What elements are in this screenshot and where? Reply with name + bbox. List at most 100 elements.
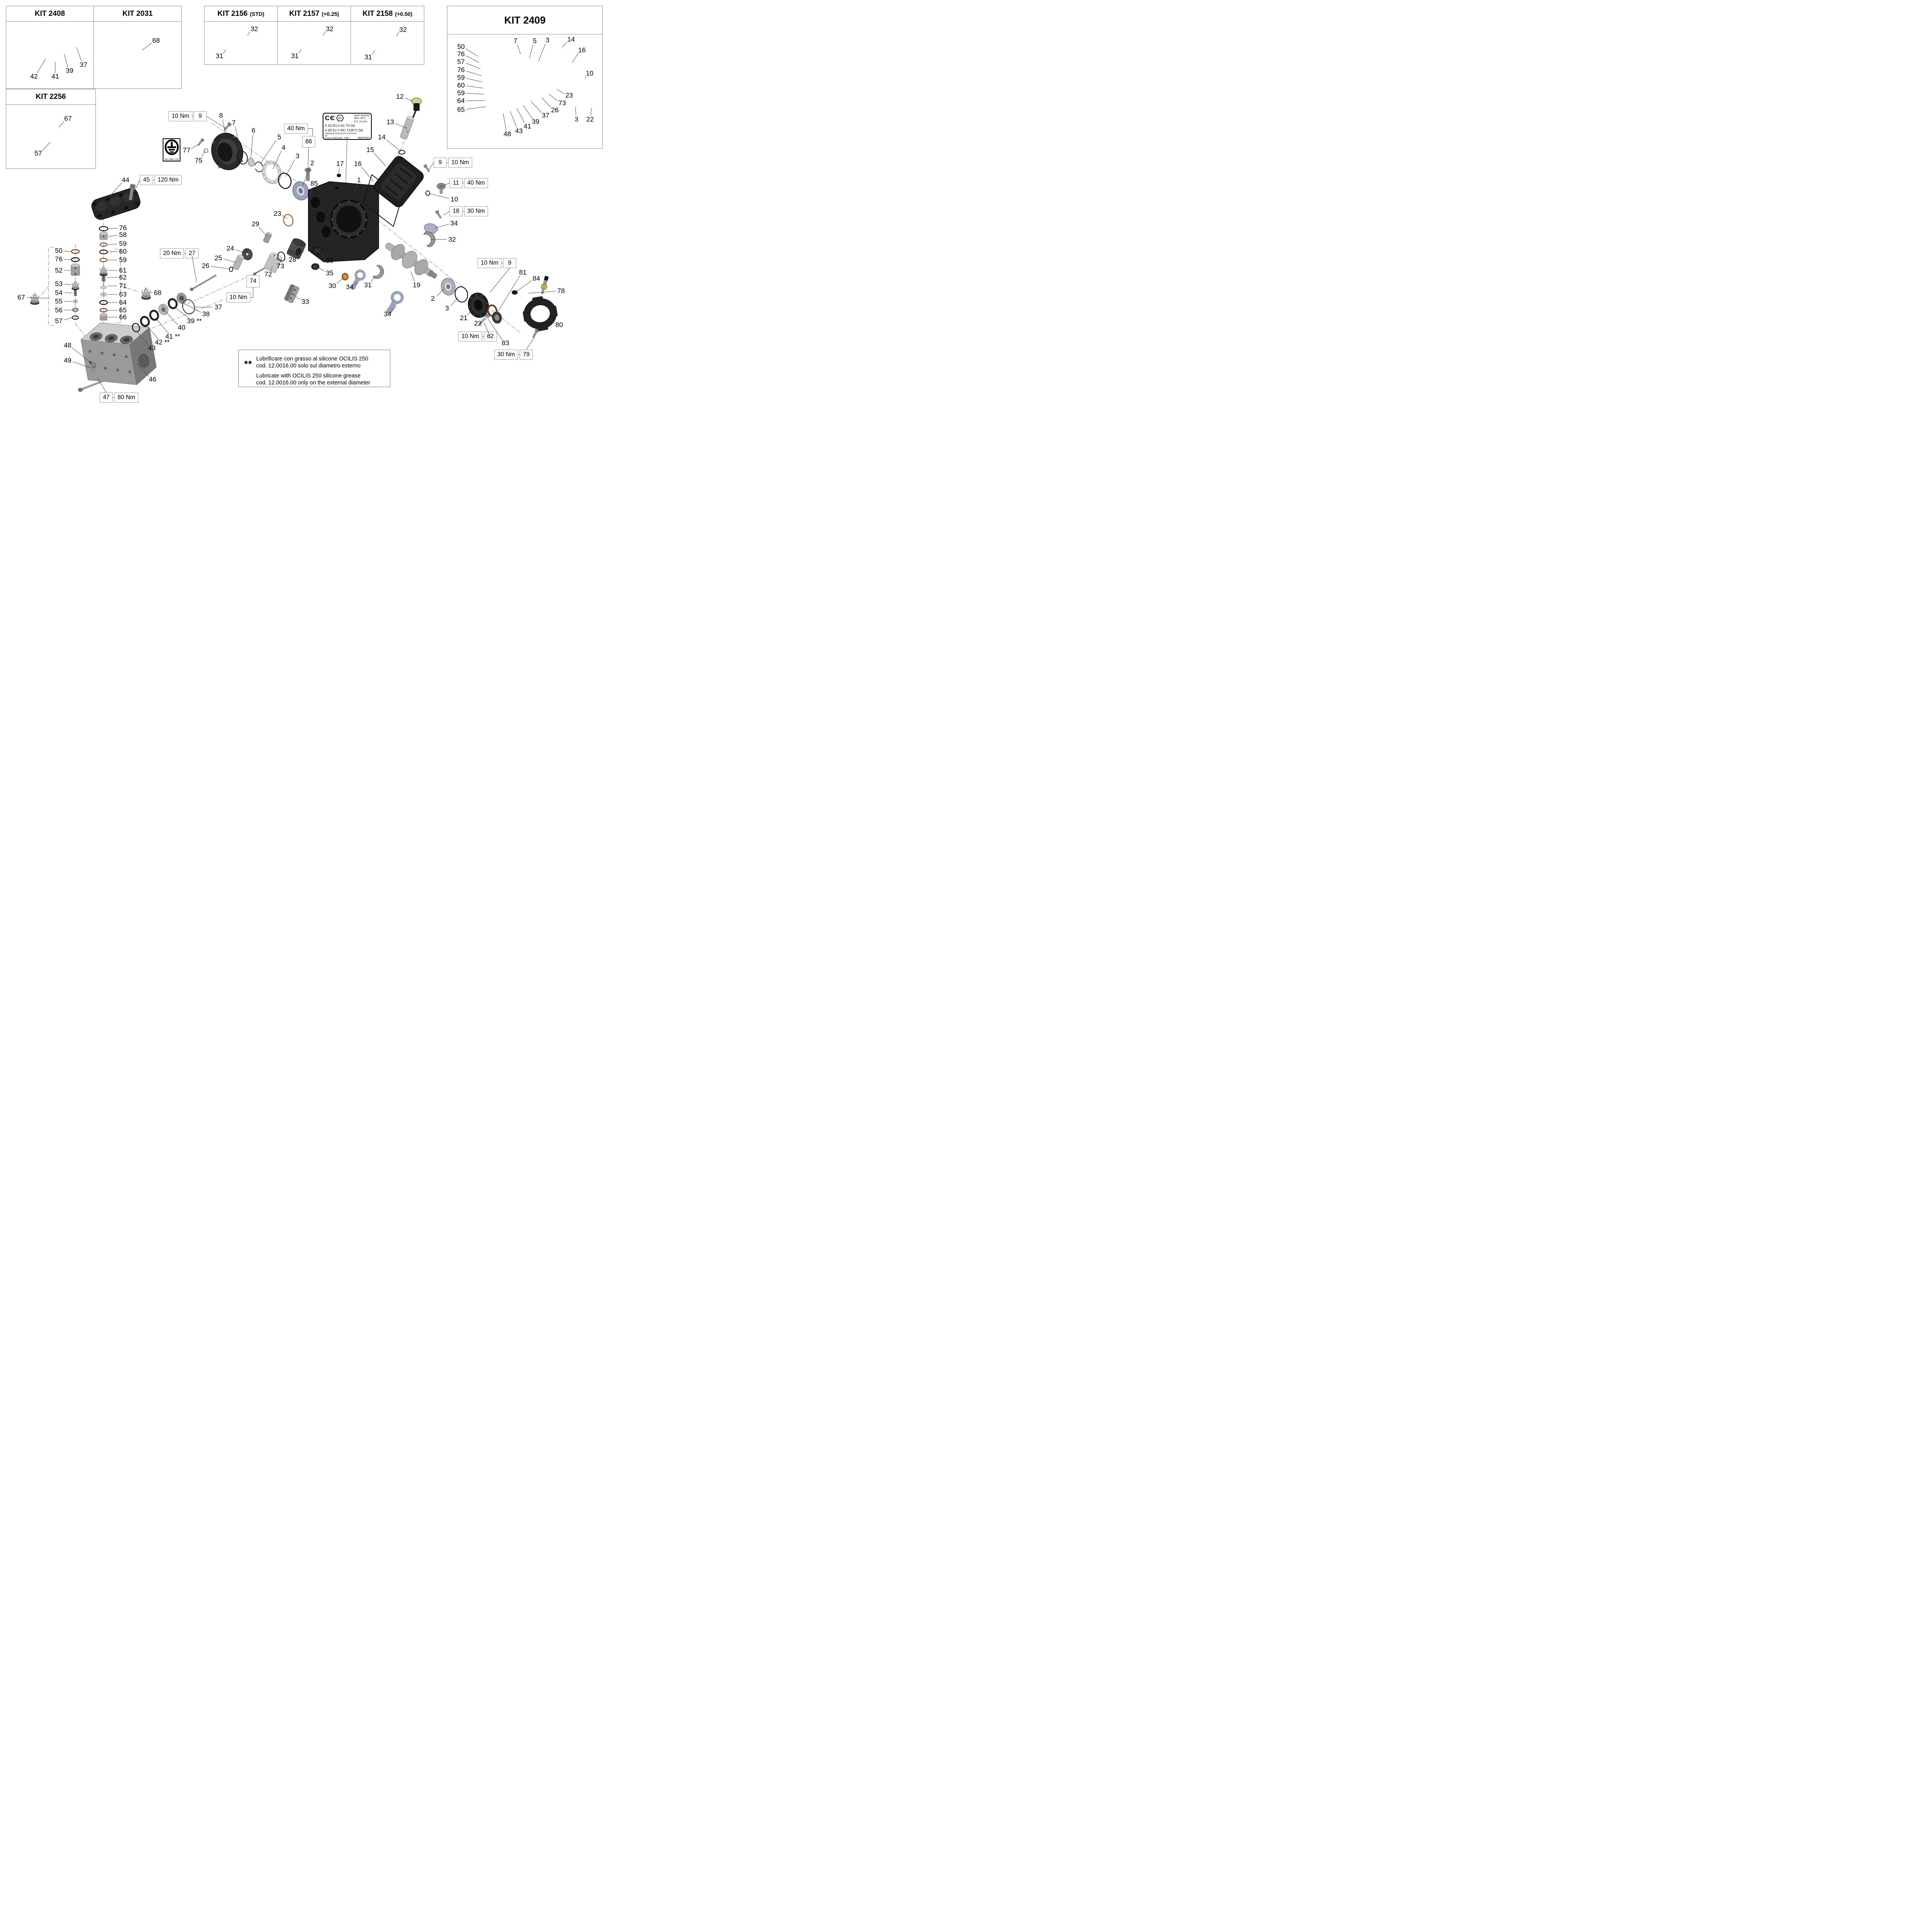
torque-value-box: 20 Nm [160, 248, 184, 258]
part-number-box: 11 [449, 178, 463, 188]
kit-2156-box: KIT 2156 (STD) [204, 6, 278, 65]
part-callout: 24 [226, 244, 234, 252]
part-callout: 39 ** [187, 317, 202, 325]
ce-mark-icon: CЄ [325, 114, 335, 122]
leader-line [371, 275, 376, 282]
torque-value-box: 10 Nm [458, 331, 482, 342]
part-callout: 66 [119, 313, 127, 321]
part-callout: 57 [55, 317, 63, 325]
part-callout: 2 [431, 294, 435, 303]
part-callout: 65 [119, 306, 127, 314]
leader-line [136, 363, 149, 377]
torque-value-box: 10 Nm [226, 292, 250, 303]
part-callout: 49 [64, 356, 71, 364]
part-callout: 34 [346, 283, 354, 291]
part-callout: 59 [119, 256, 127, 264]
torque-value-box: 40 Nm [284, 124, 308, 134]
part-callout: 5 [533, 37, 537, 45]
leader-line [490, 268, 510, 293]
part-callout: 3 [546, 36, 549, 44]
part-callout: 65 [457, 105, 465, 114]
part-callout: 62 [119, 273, 127, 281]
part-number-box: 9 [503, 258, 516, 268]
leader-line [191, 144, 199, 149]
leader-line [443, 183, 450, 186]
ground-icon [164, 139, 179, 155]
ground-plate-code: 98.2887.00 [164, 158, 179, 161]
note-it-line1: Lubrificare con grasso al silicone OCILI… [256, 356, 369, 362]
part-callout: 23 [565, 91, 573, 99]
torque-connector-line [308, 128, 313, 136]
part-callout: 67 [17, 293, 25, 301]
part-callout: 12 [396, 92, 404, 100]
leader-line [250, 134, 253, 159]
part-number-box: 27 [185, 248, 199, 258]
part-callout: 33 [301, 297, 309, 306]
part-callout: 35 [326, 269, 333, 277]
part-callout: 5 [277, 133, 281, 141]
torque-value-box: 120 Nm [155, 175, 182, 185]
part-callout: 80 [555, 321, 563, 329]
leader-line [386, 139, 401, 152]
part-callout: 63 [119, 290, 127, 298]
part-callout: 2 [310, 159, 314, 167]
part-callout: 41 [51, 72, 59, 80]
leader-line [64, 284, 71, 285]
kit-2157-title: KIT 2157 [289, 9, 320, 18]
leader-line [293, 294, 301, 300]
leader-line [165, 311, 178, 325]
atex-marking-line2: II 2D Ex h IIIC T135°C Db [325, 128, 363, 132]
torque-connector-line [250, 287, 253, 298]
part-callout: 44 [122, 176, 129, 184]
ce-atex-plate: CЄ Ex INLET WATER MAX. 40°C F/T: 70-ATX … [323, 113, 372, 140]
part-callout: 25 [214, 254, 222, 262]
part-number-box: 82 [484, 331, 497, 342]
leader-line [549, 319, 555, 323]
leader-line [223, 258, 236, 263]
part-callout: 71 [119, 282, 127, 290]
leader-line [71, 347, 92, 364]
part-callout: 42 [30, 72, 38, 80]
part-callout: 64 [457, 97, 465, 105]
leader-line [211, 266, 230, 269]
part-callout: 50 [457, 42, 465, 51]
part-callout: 43 [515, 127, 523, 135]
leader-line [374, 152, 386, 167]
kit-2157-variant: (+0.25) [321, 10, 339, 17]
leader-line [235, 249, 246, 254]
leader-line [437, 288, 445, 296]
torque-value-box: 40 Nm [464, 178, 488, 188]
leader-line [64, 259, 71, 260]
leader-line [136, 331, 149, 345]
part-number-box: 18 [449, 206, 463, 216]
kit-2158-box: KIT 2158 (+0.50) [351, 6, 424, 65]
part-number-box: 9 [434, 158, 447, 168]
part-callout: 73 [277, 262, 284, 270]
note-it-line2: cod. 12.0016.00 solo sul diametro estern… [256, 363, 361, 369]
note-en-line1: Lubricate with OCILIS 250 silicone greas… [256, 373, 361, 379]
part-callout: 1 [357, 176, 361, 184]
kit-2158-variant: (+0.50) [395, 10, 413, 17]
part-callout: 31 [364, 281, 372, 289]
part-callout: 58 [119, 231, 127, 239]
part-callout: 14 [378, 133, 386, 141]
manifold-group [78, 292, 195, 392]
kit-2031-title: KIT 2031 [122, 9, 153, 18]
leader-line [192, 255, 197, 282]
leader-line [481, 312, 490, 321]
part-callout: 26 [202, 262, 209, 270]
leader-line [429, 162, 434, 170]
part-callout: 7 [514, 37, 517, 45]
part-number-box: 45 [140, 175, 153, 185]
kit-2408-title: KIT 2408 [34, 9, 65, 18]
part-callout: 84 [532, 274, 540, 282]
valve-cover-group [91, 184, 141, 220]
leader-line [73, 361, 92, 369]
front-cover-group [197, 122, 316, 201]
leader-line [434, 224, 449, 229]
plate-code: 98287400 [357, 137, 369, 140]
leader-line [308, 147, 309, 170]
part-callout: 76 [55, 255, 63, 263]
leader-line [320, 252, 326, 258]
part-callout: 56 [55, 306, 63, 314]
